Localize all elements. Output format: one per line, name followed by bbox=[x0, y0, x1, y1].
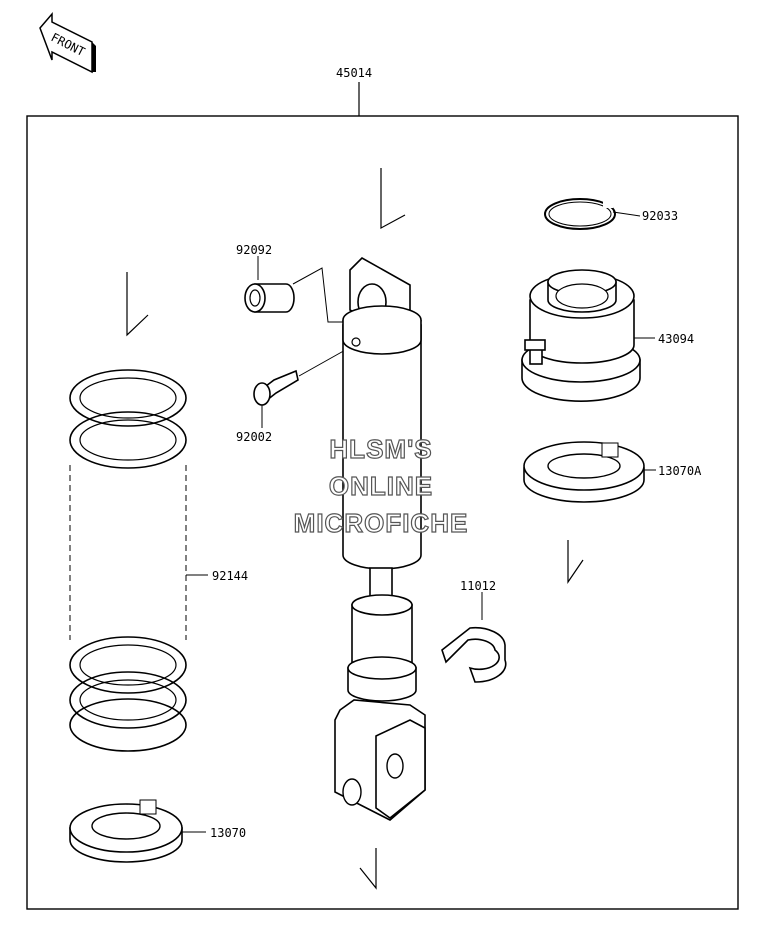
label-13070: 13070 bbox=[210, 826, 246, 840]
label-43094: 43094 bbox=[658, 332, 694, 346]
watermark: HLSM'S ONLINE MICROFICHE bbox=[293, 433, 469, 538]
spring-seat-13070 bbox=[69, 799, 206, 863]
label-92033: 92033 bbox=[642, 209, 678, 223]
clip-11012 bbox=[441, 592, 507, 683]
assembly-frame bbox=[26, 115, 739, 910]
assembly-part-number: 45014 bbox=[336, 66, 372, 80]
snap-ring-92033 bbox=[544, 198, 641, 230]
label-92144: 92144 bbox=[212, 569, 248, 583]
shock-absorber bbox=[334, 257, 426, 821]
label-11012: 11012 bbox=[460, 579, 496, 593]
label-92092: 92092 bbox=[236, 243, 272, 257]
adjuster-nut-43094 bbox=[521, 269, 655, 402]
watermark-line1: HLSM'S bbox=[329, 434, 432, 464]
bolt-92002 bbox=[253, 343, 357, 428]
spring-92144 bbox=[69, 369, 208, 752]
label-92002: 92002 bbox=[236, 430, 272, 444]
break-marks bbox=[126, 168, 584, 890]
front-arrow-icon: FRONT bbox=[39, 11, 96, 74]
label-13070A: 13070A bbox=[658, 464, 702, 478]
watermark-line2: ONLINE bbox=[329, 471, 433, 501]
watermark-line3: MICROFICHE bbox=[294, 508, 469, 538]
spring-seat-13070A bbox=[523, 441, 656, 503]
collar-92092 bbox=[244, 256, 345, 323]
